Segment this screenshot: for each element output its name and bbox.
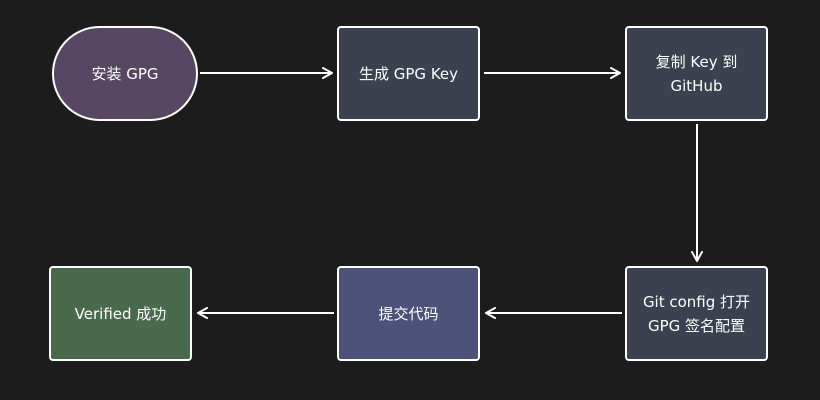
node-copy-key-label-line1: 复制 Key 到 bbox=[655, 52, 738, 71]
node-install-gpg: 安装 GPG bbox=[52, 26, 198, 121]
node-git-config-label-line2: GPG 签名配置 bbox=[647, 316, 746, 335]
node-generate-gpg-key-label: 生成 GPG Key bbox=[358, 64, 459, 83]
node-verified-success: Verified 成功 bbox=[49, 266, 192, 361]
node-copy-key-to-github: 复制 Key 到 GitHub bbox=[625, 26, 768, 121]
node-copy-key-label-line2: GitHub bbox=[670, 76, 723, 95]
node-git-config-label-line1: Git config 打开 bbox=[642, 292, 751, 311]
node-git-config-gpg: Git config 打开 GPG 签名配置 bbox=[625, 266, 768, 361]
node-install-gpg-label: 安装 GPG bbox=[91, 64, 159, 83]
node-commit-code-label: 提交代码 bbox=[378, 304, 439, 323]
node-verified-success-label: Verified 成功 bbox=[74, 304, 167, 323]
node-generate-gpg-key: 生成 GPG Key bbox=[337, 26, 480, 121]
node-commit-code: 提交代码 bbox=[337, 266, 480, 361]
